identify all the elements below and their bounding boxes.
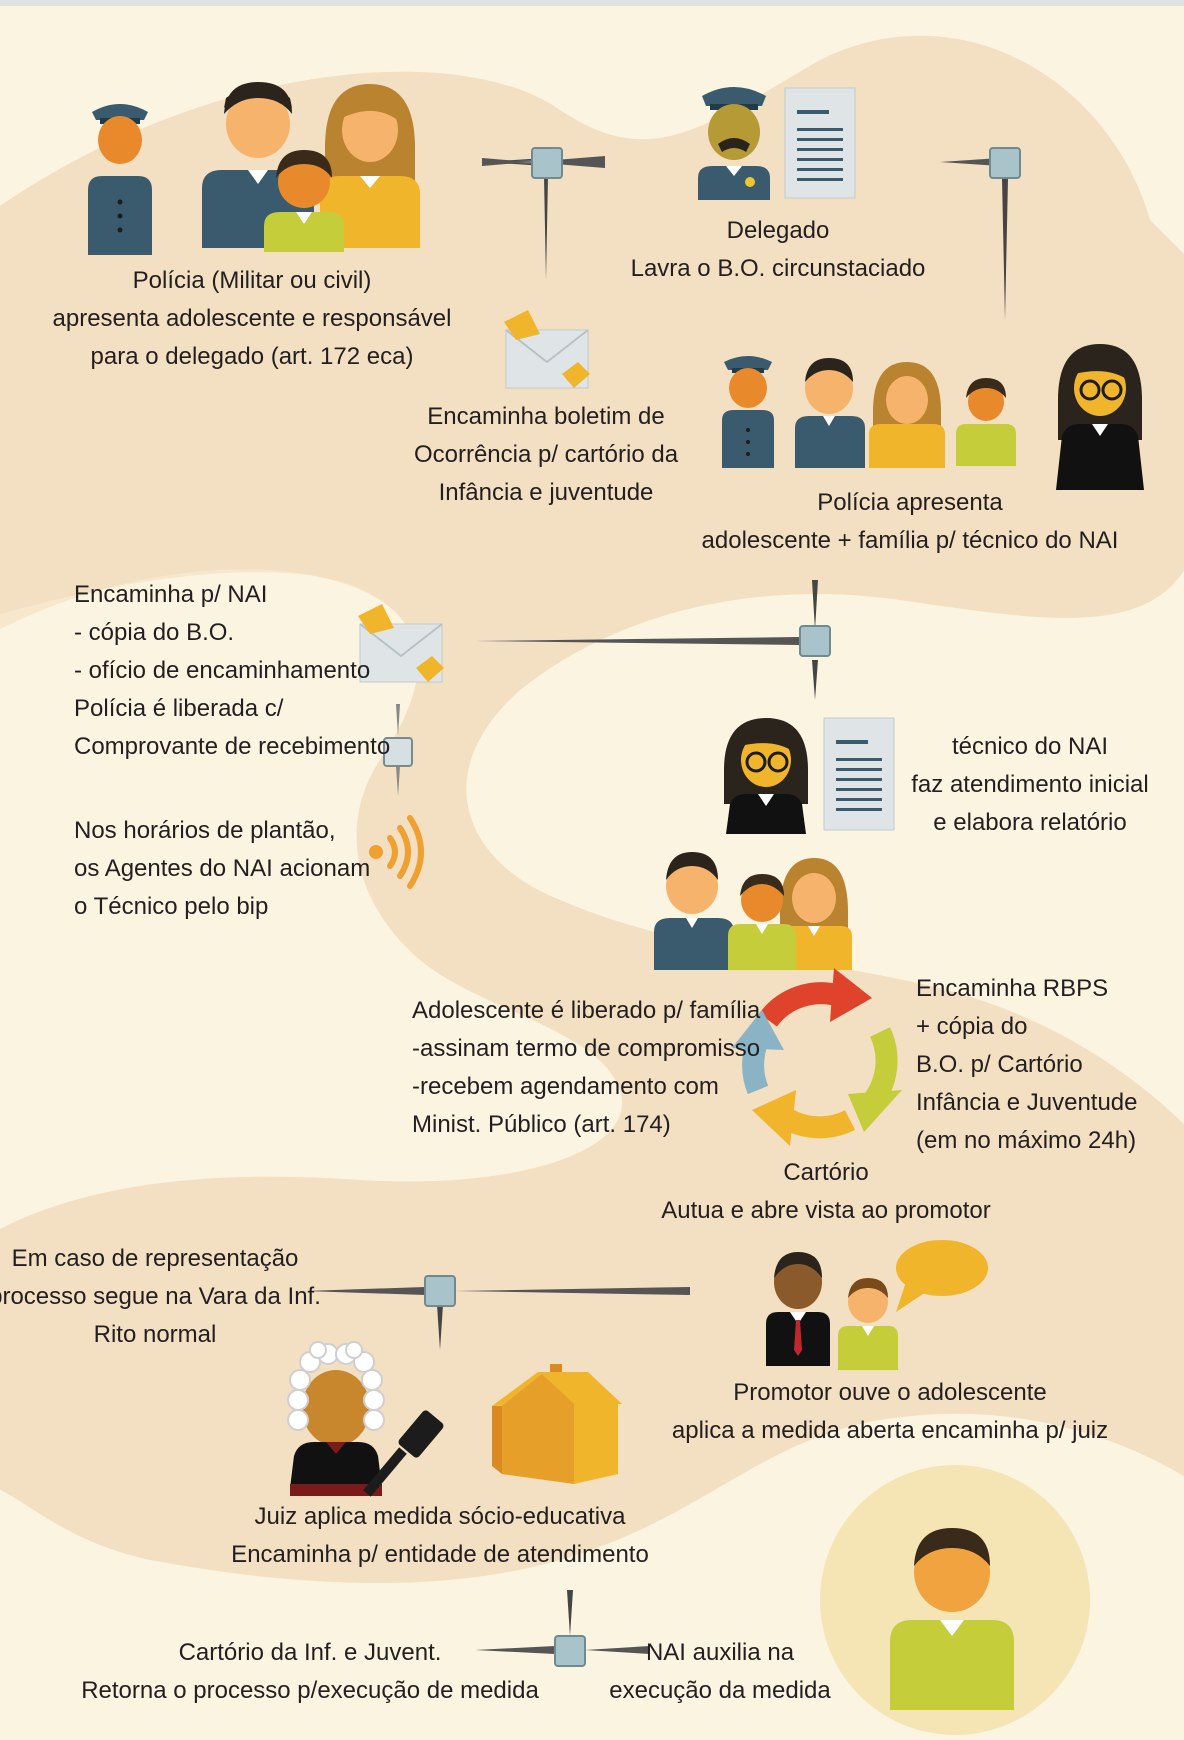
step-released-family: Adolescente é liberado p/ família -assin…: [412, 992, 760, 1144]
step-line: -recebem agendamento com: [412, 1073, 719, 1100]
step-line: + cópia do: [916, 1013, 1028, 1040]
signal-bip-icon: [369, 815, 424, 889]
step-line: Em caso de representação: [11, 1245, 299, 1272]
connector-2: [940, 147, 1021, 320]
step-representation: Em caso de representação processo segue …: [0, 1240, 321, 1354]
step-line: Rito normal: [93, 1321, 217, 1348]
step-line: apresenta adolescente e responsável: [52, 305, 452, 332]
step-line: Infância e juventude: [438, 479, 654, 506]
step-registry: Cartório Autua e abre vista ao promotor: [661, 1154, 991, 1230]
step-line: Retorna o processo p/execução de medida: [81, 1677, 539, 1704]
step-line: aplica a medida aberta encaminha p/ juiz: [671, 1417, 1109, 1444]
child-icon: [264, 150, 344, 252]
connector-5: [305, 1275, 690, 1350]
step-line: Lavra o B.O. circunstaciado: [630, 255, 926, 282]
step-line: Polícia é liberada c/: [74, 695, 284, 722]
step-line: Encaminha boletim de: [427, 403, 665, 430]
judge-icon: [287, 1341, 385, 1496]
speech-bubble-icon: [896, 1240, 988, 1312]
connector-4: [383, 704, 413, 796]
step-line: Nos horários de plantão,: [74, 817, 336, 844]
step-line: Ocorrência p/ cartório da: [413, 441, 679, 468]
judge-woman-icon: [724, 718, 808, 834]
step-line: B.O. p/ Cartório: [916, 1051, 1083, 1078]
step-line: Minist. Público (art. 174): [412, 1111, 671, 1138]
adolescent-icon: [890, 1528, 1014, 1710]
child-icon: [728, 874, 796, 970]
step-line: adolescente + família p/ técnico do NAI: [701, 527, 1119, 554]
step-nai-assists: NAI auxilia na execução da medida: [609, 1634, 830, 1710]
step-prosecutor: Promotor ouve o adolescente aplica a med…: [672, 1374, 1108, 1450]
step-line: processo segue na Vara da Inf.: [0, 1283, 321, 1310]
house-icon: [492, 1364, 622, 1484]
step-line: faz atendimento inicial: [911, 771, 1149, 798]
connector-3: [475, 580, 831, 700]
step-line: os Agentes do NAI acionam: [74, 855, 371, 882]
police-officer-icon: [88, 104, 152, 255]
top-strip: [0, 0, 1184, 6]
step-registry-return: Cartório da Inf. e Juvent. Retorna o pro…: [81, 1634, 539, 1710]
step-line: - cópia do B.O.: [74, 619, 235, 646]
step-line: Encaminha RBPS: [916, 975, 1109, 1002]
step-line: Autua e abre vista ao promotor: [661, 1197, 991, 1224]
cycle-arrows-icon: [732, 968, 902, 1146]
step-police-nai: Polícia apresenta adolescente + família …: [702, 484, 1119, 560]
step-nai-technician: técnico do NAI faz atendimento inicial e…: [911, 728, 1148, 842]
step-line: Delegado: [726, 217, 830, 244]
step-line: Infância e Juventude: [916, 1089, 1138, 1116]
parents-icon: [654, 852, 852, 970]
step-forward-nai: Encaminha p/ NAI - cópia do B.O. - ofíci…: [74, 576, 390, 766]
envelope-icon: [358, 604, 444, 683]
connectors: [305, 147, 1021, 1667]
police-officer-icon: [722, 356, 774, 468]
step-line: Encaminha p/ NAI: [74, 581, 268, 608]
step-line: Cartório: [783, 1159, 869, 1186]
step-line: Cartório da Inf. e Juvent.: [178, 1639, 442, 1666]
step-line: (em no máximo 24h): [916, 1127, 1137, 1154]
prosecutor-icon: [766, 1252, 830, 1366]
step-line: Promotor ouve o adolescente: [733, 1379, 1047, 1406]
step-line: para o delegado (art. 172 eca): [90, 343, 414, 370]
step-police-presents: Polícia (Militar ou civil) apresenta ado…: [53, 262, 452, 376]
step-forward-rbps: Encaminha RBPS + cópia do B.O. p/ Cartór…: [916, 970, 1138, 1160]
envelope-icon: [504, 310, 590, 389]
judge-woman-icon: [1056, 344, 1144, 490]
step-line: Encaminha p/ entidade de atendimento: [231, 1541, 649, 1568]
step-on-call: Nos horários de plantão, os Agentes do N…: [74, 812, 370, 926]
step-line: e elabora relatório: [933, 809, 1127, 836]
step-line: Adolescente é liberado p/ família: [412, 997, 761, 1024]
step-line: técnico do NAI: [951, 733, 1109, 760]
step-line: Polícia apresenta: [817, 489, 1003, 516]
step-line: execução da medida: [609, 1677, 831, 1704]
step-line: o Técnico pelo bip: [74, 893, 269, 920]
step-delegate: Delegado Lavra o B.O. circunstaciado: [631, 212, 926, 288]
step-line: Polícia (Militar ou civil): [132, 267, 372, 294]
document-icon: [784, 87, 856, 199]
step-line: NAI auxilia na: [645, 1639, 795, 1666]
step-forward-bo: Encaminha boletim de Ocorrência p/ cartó…: [414, 398, 678, 512]
delegate-icon: [698, 87, 770, 200]
child-icon: [956, 378, 1016, 466]
adolescent-icon: [838, 1278, 898, 1370]
document-icon: [823, 717, 895, 831]
step-line: Comprovante de recebimento: [74, 733, 391, 760]
parents-icon: [795, 358, 945, 468]
connector-1: [482, 147, 605, 280]
step-line: - ofício de encaminhamento: [74, 657, 371, 684]
step-line: Juiz aplica medida sócio-educativa: [254, 1503, 626, 1530]
step-line: -assinam termo de compromisso: [412, 1035, 761, 1062]
gavel-icon: [363, 1410, 444, 1497]
step-judge: Juiz aplica medida sócio-educativa Encam…: [231, 1498, 649, 1574]
connector-6: [475, 1590, 650, 1667]
